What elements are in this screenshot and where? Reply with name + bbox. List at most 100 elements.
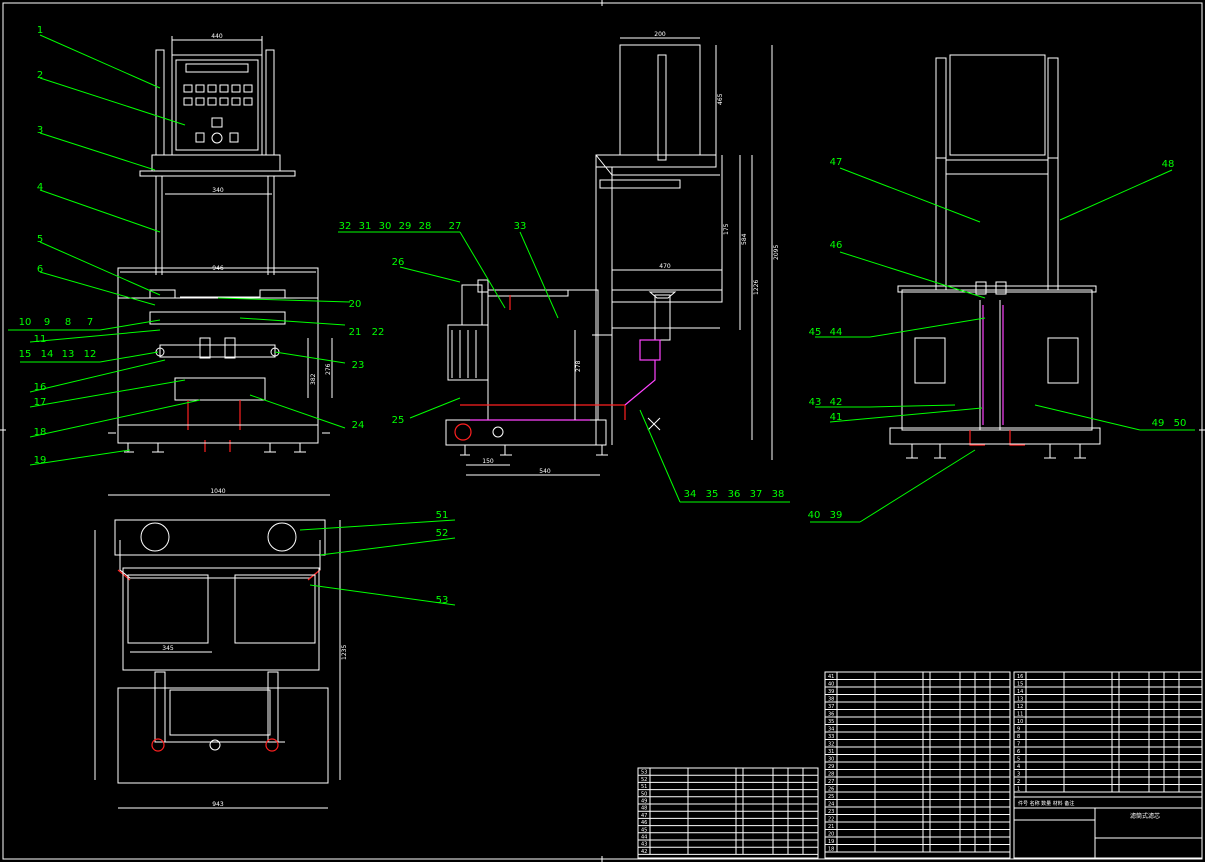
title-block [1013, 796, 1203, 859]
right-head [259, 289, 286, 299]
bom-item-number: 27 [828, 779, 834, 785]
bom-item-number: 5 [1017, 757, 1020, 763]
bom-item-number: 36 [828, 712, 834, 718]
part-label: 10 [19, 317, 32, 328]
bom-item-number: 29 [828, 764, 834, 770]
part-label: 13 [62, 349, 75, 360]
bom-item-number: 38 [828, 697, 834, 703]
bom-item-number: 13 [1017, 697, 1023, 703]
part-label: 29 [399, 221, 412, 232]
top-flange [139, 170, 296, 177]
bom-item-number: 41 [828, 674, 834, 680]
part-label: 44 [830, 327, 843, 338]
part-label: 43 [809, 397, 822, 408]
top-base [117, 687, 329, 784]
side-base [445, 419, 607, 446]
dim-top-base-width: 943 [212, 801, 224, 808]
bom-item-number: 20 [828, 832, 834, 838]
top-cavity-right [234, 574, 316, 644]
part-label: 22 [372, 327, 385, 338]
part-label: 42 [830, 397, 843, 408]
part-label: 4 [37, 182, 43, 193]
rear-motor-left [914, 337, 946, 384]
side-view: 200 465 175 584 1226 2095 470 278 540 15… [445, 31, 780, 476]
valve-bar [159, 344, 276, 358]
bom-item-number: 4 [1017, 764, 1020, 770]
dim-top-width: 1040 [210, 488, 225, 495]
side-pump [454, 423, 472, 441]
part-label: 6 [37, 264, 43, 275]
part-label: 9 [44, 317, 50, 328]
dim-top-depth: 1235 [341, 645, 348, 660]
part-label: 48 [1162, 159, 1175, 170]
dim-side-table-depth: 470 [659, 263, 671, 270]
part-label: 51 [436, 510, 449, 521]
bom-item-number: 37 [828, 704, 834, 710]
left-guide-rod [155, 49, 165, 156]
valve-bank [174, 377, 266, 401]
part-label: 33 [514, 221, 527, 232]
bom-item-number: 30 [828, 757, 834, 763]
bom-item-number: 48 [641, 806, 647, 812]
bom-item-number: 32 [828, 742, 834, 748]
bom-item-number: 34 [828, 727, 834, 733]
bom-item-number: 47 [641, 813, 647, 819]
bom-item-number: 51 [641, 784, 647, 790]
bom-item-number: 10 [1017, 719, 1023, 725]
machine-body [117, 297, 319, 444]
bom-item-number: 3 [1017, 772, 1020, 778]
dim-side-a: 175 [723, 223, 730, 235]
part-label: 50 [1174, 418, 1187, 429]
part-label: 1 [37, 25, 43, 36]
top-pipe-frame [114, 519, 326, 556]
bom-tables: 5352515049484746454443424140393837363534… [637, 671, 1203, 859]
feet [108, 432, 330, 453]
bom-item-number: 52 [641, 777, 647, 783]
rear-body [901, 289, 1093, 431]
top-frame-plate [151, 154, 281, 172]
bom-item-number: 53 [641, 770, 647, 776]
rear-motor-right [1047, 337, 1079, 384]
top-cavity-left [127, 574, 209, 644]
panel-title-plate [185, 63, 249, 73]
part-label: 5 [37, 234, 43, 245]
bom-item-number: 42 [641, 849, 647, 855]
part-label: 37 [750, 489, 763, 500]
part-label: 39 [830, 510, 843, 521]
bom-item-number: 11 [1017, 712, 1023, 718]
bom-item-number: 9 [1017, 727, 1020, 733]
bom-item-number: 39 [828, 689, 834, 695]
dim-side-top-width: 200 [654, 31, 666, 38]
bom-item-number: 21 [828, 824, 834, 830]
part-label: 34 [684, 489, 697, 500]
part-label: 24 [352, 420, 365, 431]
side-head [654, 294, 671, 341]
bom-table-right [1013, 671, 1203, 798]
dim-front-table-width: 946 [212, 265, 224, 272]
rear-view [889, 54, 1101, 459]
dim-front-panel-width: 440 [211, 33, 223, 40]
dim-side-b: 584 [741, 233, 748, 245]
control-panel-face [175, 59, 259, 151]
bom-item-number: 22 [828, 817, 834, 823]
part-label: 31 [359, 221, 372, 232]
part-label: 45 [809, 327, 822, 338]
bom-item-number: 44 [641, 835, 647, 841]
part-label: 16 [34, 382, 47, 393]
part-label: 32 [339, 221, 352, 232]
dim-top-cavity: 345 [162, 645, 174, 652]
part-label: 21 [349, 327, 362, 338]
left-head [149, 289, 176, 299]
part-label: 19 [34, 455, 47, 466]
side-panel [619, 44, 701, 156]
rear-panel [949, 54, 1046, 156]
part-label: 35 [706, 489, 719, 500]
dim-front-frame-width: 340 [212, 187, 224, 194]
bom-item-number: 16 [1017, 674, 1023, 680]
part-label: 53 [436, 595, 449, 606]
part-label: 2 [37, 70, 43, 81]
top-motor-right [267, 522, 297, 552]
